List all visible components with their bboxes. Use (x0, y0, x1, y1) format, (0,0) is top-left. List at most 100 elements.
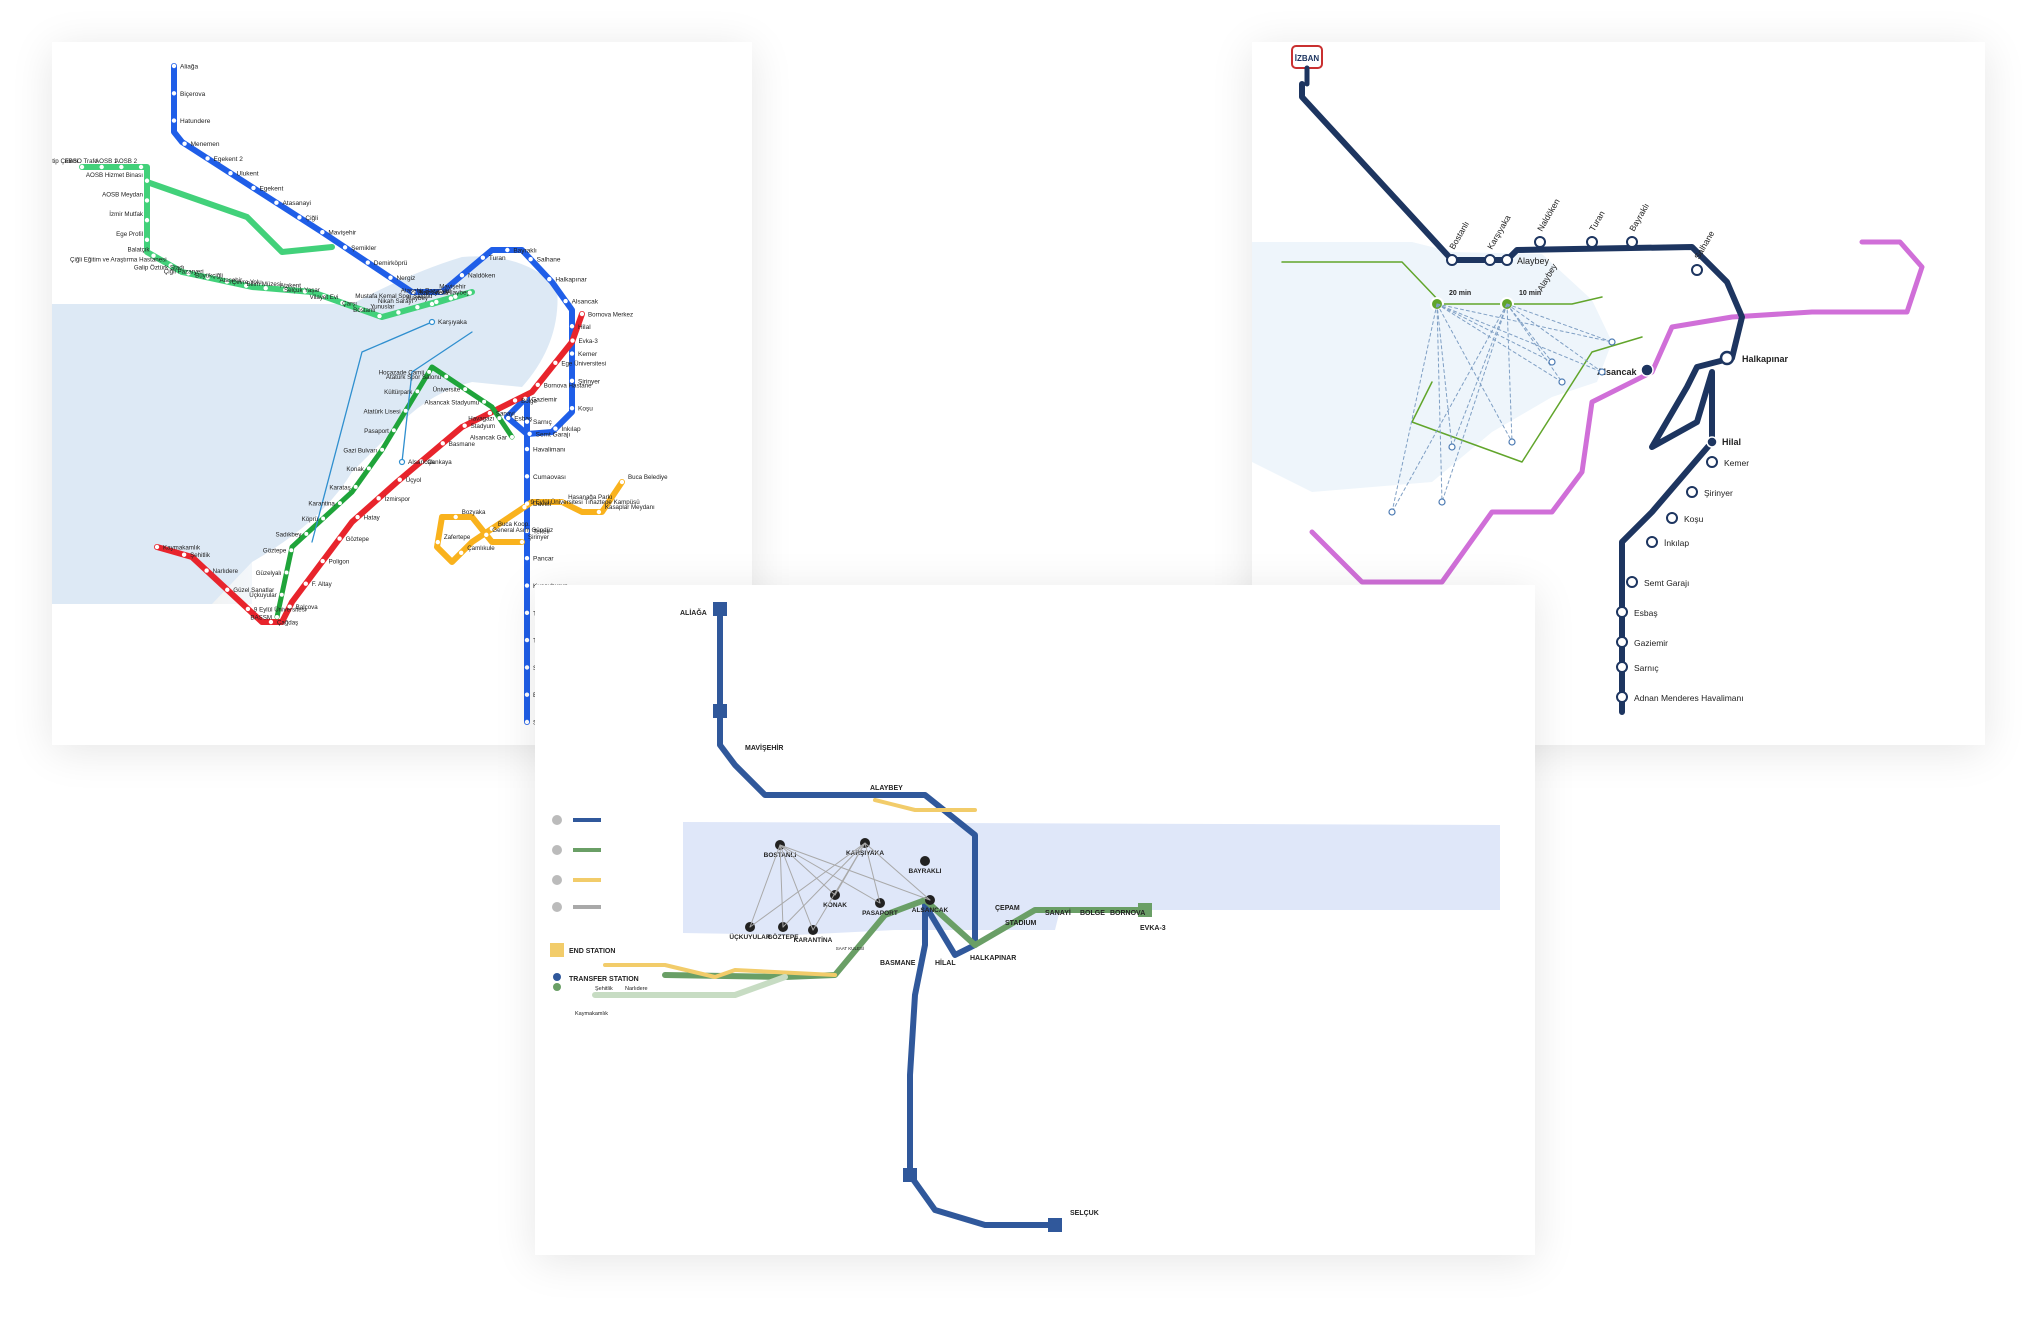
izban-station[interactable] (1616, 636, 1628, 648)
blue-station[interactable] (228, 170, 233, 176)
green-station[interactable] (453, 294, 458, 299)
green-station[interactable] (144, 217, 150, 223)
blue-station[interactable] (205, 156, 210, 161)
red-station[interactable] (268, 619, 274, 625)
green-station[interactable] (302, 289, 308, 294)
red-station[interactable] (355, 514, 360, 520)
izban-station[interactable] (1501, 254, 1513, 266)
blue-station[interactable] (251, 185, 256, 191)
green-station[interactable] (99, 164, 104, 170)
blue-station[interactable] (388, 275, 393, 280)
tram-station[interactable] (337, 501, 342, 506)
tram-station[interactable] (284, 570, 289, 575)
blue-station[interactable] (524, 637, 530, 643)
blue-station[interactable] (274, 200, 279, 205)
izban-station[interactable] (1586, 236, 1598, 248)
ferry-pier[interactable] (1608, 338, 1616, 346)
green-station[interactable] (119, 164, 124, 170)
orange-station[interactable] (619, 479, 625, 485)
green-station[interactable] (243, 283, 249, 288)
tram-station[interactable] (463, 387, 468, 392)
tram-station[interactable] (415, 389, 420, 394)
blue-station[interactable] (527, 431, 532, 436)
ferry-pier[interactable] (1508, 438, 1516, 446)
tram-station[interactable] (380, 447, 385, 452)
orange-station[interactable] (453, 514, 458, 520)
blue-station[interactable] (547, 276, 552, 282)
end-station-marker[interactable] (713, 602, 727, 616)
orange-station[interactable] (522, 504, 527, 510)
green-station[interactable] (138, 164, 144, 170)
tram-station[interactable] (304, 531, 309, 536)
blue-station[interactable] (342, 245, 348, 250)
izban-station[interactable] (1484, 254, 1496, 266)
ferry-pier[interactable] (1598, 368, 1606, 376)
halkapinar-transfer[interactable] (1719, 350, 1735, 366)
green-station[interactable] (263, 285, 268, 291)
blue-station[interactable] (569, 405, 575, 411)
ferry-pier[interactable] (398, 458, 406, 466)
izban-station[interactable] (1706, 456, 1718, 468)
red-station[interactable] (287, 604, 292, 609)
red-station[interactable] (303, 581, 308, 586)
tram-station[interactable] (497, 416, 502, 421)
red-station[interactable] (440, 441, 445, 446)
blue-station[interactable] (522, 396, 528, 402)
blue-station[interactable] (459, 273, 465, 278)
izban-station[interactable] (1446, 254, 1458, 266)
red-station[interactable] (462, 423, 467, 428)
red-station[interactable] (512, 398, 518, 403)
green-station[interactable] (358, 307, 364, 312)
tram-station[interactable] (427, 369, 432, 374)
blue-station[interactable] (506, 415, 511, 421)
green-station[interactable] (224, 279, 230, 284)
izban-station[interactable] (1534, 236, 1546, 248)
ferry-pier[interactable] (1438, 498, 1446, 506)
hilal-transfer[interactable] (1706, 436, 1718, 448)
green-station[interactable] (151, 253, 156, 258)
red-station[interactable] (487, 410, 493, 416)
blue-station[interactable] (524, 528, 530, 534)
blue-station[interactable] (524, 665, 530, 670)
red-station[interactable] (535, 382, 540, 387)
blue-station[interactable] (171, 118, 177, 123)
orange-station[interactable] (559, 499, 565, 505)
green-station[interactable] (396, 310, 401, 315)
izban-station[interactable] (1626, 236, 1638, 248)
blue-station[interactable] (524, 719, 530, 725)
blue-station[interactable] (524, 610, 530, 616)
red-station[interactable] (245, 606, 251, 612)
blue-station[interactable] (524, 446, 530, 452)
ferry-pier[interactable] (1448, 443, 1456, 451)
end-station-marker[interactable] (903, 1168, 917, 1182)
orange-station[interactable] (596, 509, 602, 515)
tram-station[interactable] (391, 428, 396, 433)
red-station[interactable] (397, 477, 402, 482)
blue-station[interactable] (365, 260, 370, 265)
blue-station[interactable] (528, 257, 533, 262)
green-station[interactable] (415, 304, 420, 310)
green-station[interactable] (340, 300, 345, 306)
izban-station[interactable] (1646, 536, 1658, 548)
green-station[interactable] (321, 294, 327, 299)
blue-station[interactable] (524, 474, 530, 479)
green-station[interactable] (168, 263, 173, 268)
blue-station[interactable] (524, 501, 530, 506)
green-station[interactable] (205, 275, 210, 280)
tram-station[interactable] (275, 615, 279, 619)
red-station[interactable] (570, 338, 575, 343)
tram-station[interactable] (289, 548, 294, 553)
izban-station[interactable] (1691, 264, 1703, 276)
red-station[interactable] (553, 360, 558, 365)
red-station[interactable] (225, 587, 230, 592)
ferry-pier[interactable] (428, 318, 436, 326)
end-station-marker[interactable] (1048, 1218, 1062, 1232)
end-station-marker[interactable] (713, 704, 727, 718)
red-station[interactable] (320, 558, 325, 564)
green-station[interactable] (448, 296, 454, 301)
green-station[interactable] (283, 287, 288, 292)
green-station[interactable] (186, 271, 191, 276)
ferry-pier[interactable] (1548, 358, 1556, 366)
tram-station[interactable] (366, 466, 371, 471)
tram-station[interactable] (510, 435, 514, 439)
